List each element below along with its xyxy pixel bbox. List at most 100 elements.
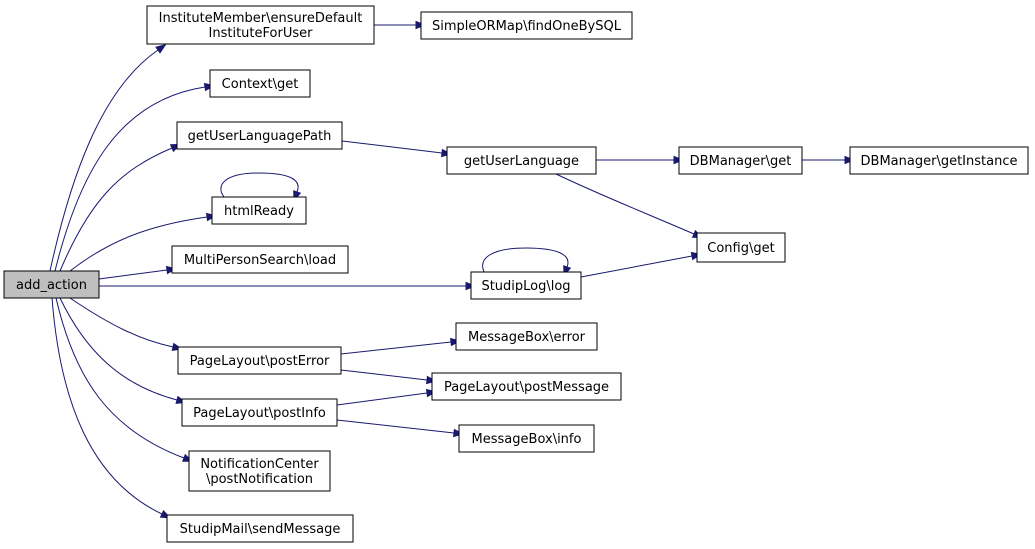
node-label: MessageBox\info: [472, 432, 582, 447]
node-context-get[interactable]: Context\get: [209, 69, 311, 98]
edge-line: [340, 341, 452, 355]
node-add-action[interactable]: add_action: [3, 270, 100, 299]
node-box: [696, 232, 786, 263]
edge-line: [341, 140, 443, 154]
edge-line: [69, 216, 208, 272]
node-box: [188, 450, 331, 492]
node-label: NotificationCenter: [200, 457, 319, 472]
node-label: StudipMail\sendMessage: [180, 522, 341, 537]
node-box: [470, 271, 582, 300]
edge-line: [336, 419, 455, 434]
edge-line: [98, 269, 168, 280]
node-box: [209, 69, 311, 98]
edges-layer: [49, 20, 856, 519]
node-label: MultiPersonSearch\load: [184, 253, 336, 268]
edge-html_ready-to-html_ready: [220, 172, 302, 202]
node-get-user-language[interactable]: getUserLanguage: [446, 146, 597, 175]
node-label: \postNotification: [206, 472, 313, 487]
node-box: [146, 5, 375, 45]
edge-line: [55, 297, 185, 459]
node-pagelayout-posterror[interactable]: PageLayout\postError: [177, 346, 342, 375]
node-box: [3, 270, 100, 299]
edge-line: [482, 247, 569, 273]
node-dbmanager-get[interactable]: DBManager\get: [678, 146, 803, 175]
edge-get_user_language-to-config_get: [555, 173, 704, 239]
node-box: [455, 322, 598, 351]
edge-pagelayout_posterror-to-pagelayout_postmessage: [340, 369, 438, 385]
node-box: [458, 424, 595, 453]
edge-pagelayout_posterror-to-messagebox_error: [340, 337, 462, 355]
node-dbmanager-getinstance[interactable]: DBManager\getInstance: [849, 146, 1029, 175]
node-label: Config\get: [707, 241, 774, 256]
node-label: getUserLanguagePath: [188, 129, 332, 144]
node-get-user-language-path[interactable]: getUserLanguagePath: [176, 121, 343, 150]
edge-line: [49, 49, 159, 272]
edge-line: [336, 392, 428, 406]
edge-add_action-to-studipmail_send: [51, 297, 172, 519]
node-simpleormap[interactable]: SimpleORMap\findOneBySQL: [420, 11, 633, 40]
edge-add_action-to-pagelayout_postinfo: [59, 297, 188, 404]
node-label: Context\get: [222, 77, 299, 92]
node-box: [166, 514, 354, 543]
edge-dbmanager_get-to-dbmanager_getinstance: [802, 155, 856, 165]
edge-pagelayout_postinfo-to-pagelayout_postmessage: [336, 388, 438, 406]
node-label: DBManager\getInstance: [861, 154, 1018, 169]
edge-add_action-to-multiperson_load: [98, 265, 178, 280]
node-pagelayout-postmessage[interactable]: PageLayout\postMessage: [431, 372, 622, 401]
node-label: PageLayout\postError: [190, 354, 330, 369]
edge-add_action-to-notification_center: [55, 297, 194, 462]
node-box: [177, 346, 342, 375]
node-label: InstituteMember\ensureDefault: [159, 11, 363, 26]
edge-studiplog_log-to-studiplog_log: [482, 247, 572, 277]
edge-line: [340, 369, 428, 381]
node-notification-center[interactable]: NotificationCenter\postNotification: [188, 450, 331, 492]
node-messagebox-error[interactable]: MessageBox\error: [455, 322, 598, 351]
node-label: htmlReady: [224, 204, 294, 219]
node-label: InstituteForUser: [209, 26, 314, 41]
node-studipmail-send[interactable]: StudipMail\sendMessage: [166, 514, 354, 543]
edge-add_action-to-context_get: [54, 82, 216, 272]
node-institute-member[interactable]: InstituteMember\ensureDefaultInstituteFo…: [146, 5, 375, 45]
node-messagebox-info[interactable]: MessageBox\info: [458, 424, 595, 453]
edge-add_action-to-institute_member: [49, 44, 167, 272]
node-label: StudipLog\log: [481, 279, 570, 294]
node-label: PageLayout\postInfo: [193, 406, 326, 421]
node-box: [181, 398, 338, 427]
edge-line: [59, 147, 173, 272]
node-studiplog-log[interactable]: StudipLog\log: [470, 271, 582, 300]
edge-institute_member-to-simpleormap: [374, 20, 427, 30]
node-box: [678, 146, 803, 175]
edge-line: [51, 297, 163, 515]
edge-get_user_language-to-dbmanager_get: [596, 155, 685, 165]
edge-line: [220, 172, 299, 198]
node-box: [420, 11, 633, 40]
edge-line: [59, 297, 178, 401]
edge-line: [580, 255, 693, 278]
node-box: [431, 372, 622, 401]
edge-pagelayout_postinfo-to-messagebox_info: [336, 419, 465, 438]
edge-studiplog_log-to-config_get: [580, 251, 703, 278]
edge-get_user_language_path-to-get_user_language: [341, 140, 453, 158]
node-box: [176, 121, 343, 150]
node-box: [446, 146, 597, 175]
arrowhead-icon: [155, 44, 167, 54]
node-label: PageLayout\postMessage: [444, 380, 609, 395]
node-pagelayout-postinfo[interactable]: PageLayout\postInfo: [181, 398, 338, 427]
node-box: [211, 196, 307, 225]
node-config-get[interactable]: Config\get: [696, 232, 786, 263]
node-html-ready[interactable]: htmlReady: [211, 196, 307, 225]
node-label: add_action: [16, 278, 87, 293]
edge-line: [54, 86, 206, 272]
node-label: SimpleORMap\findOneBySQL: [432, 19, 622, 34]
edge-add_action-to-get_user_language_path: [59, 143, 182, 272]
node-label: DBManager\get: [690, 154, 792, 169]
edge-add_action-to-pagelayout_posterror: [69, 297, 184, 352]
node-box: [171, 245, 349, 274]
edge-line: [69, 297, 174, 348]
edge-add_action-to-studiplog_log: [99, 281, 477, 291]
node-label: MessageBox\error: [468, 330, 586, 345]
node-box: [849, 146, 1029, 175]
node-multiperson-load[interactable]: MultiPersonSearch\load: [171, 245, 349, 274]
edge-line: [555, 173, 695, 235]
